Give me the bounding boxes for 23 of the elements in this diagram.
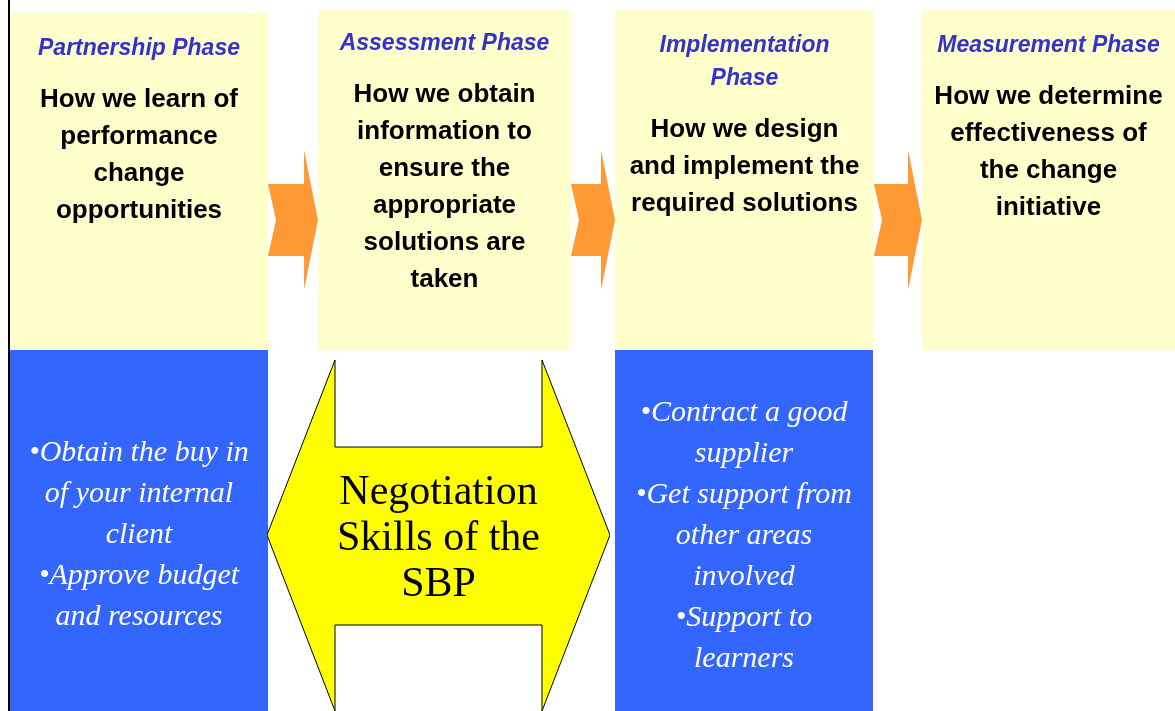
phase-description: How we design and implement the required solutions [628,112,861,219]
phase-title: Implementation Phase [658,30,831,92]
phase-box [318,10,571,350]
arrow [874,150,922,290]
task-box [615,350,873,711]
bullet-text: •Obtain the buy in of your internal client [28,433,250,551]
phase-title: Partnership Phase [38,33,240,62]
phase-title: Assessment Phase [339,28,550,57]
arrow [571,150,615,290]
phase-description: How we learn of performance change opportunities [39,82,239,226]
bullet-text: •Get support from other areas involved [634,475,854,593]
arrow [268,150,318,290]
phase-description: How we determine effectiveness of the change initiative [934,79,1163,223]
bullet-text: •Contract a good supplier [639,393,849,470]
bullet-text: •Support to learners [674,598,814,675]
phase-box [10,13,268,350]
phase-box [615,10,874,350]
task-box [10,350,268,711]
shape-label: Negotiation Skills of the SBP [337,467,540,605]
bullet-text: •Approve budget and resources [37,556,241,633]
phase-box [922,10,1175,350]
phase-description: How we obtain information to ensure the appropriate solutions are taken [352,77,537,295]
phase-title: Measurement Phase [937,30,1160,59]
